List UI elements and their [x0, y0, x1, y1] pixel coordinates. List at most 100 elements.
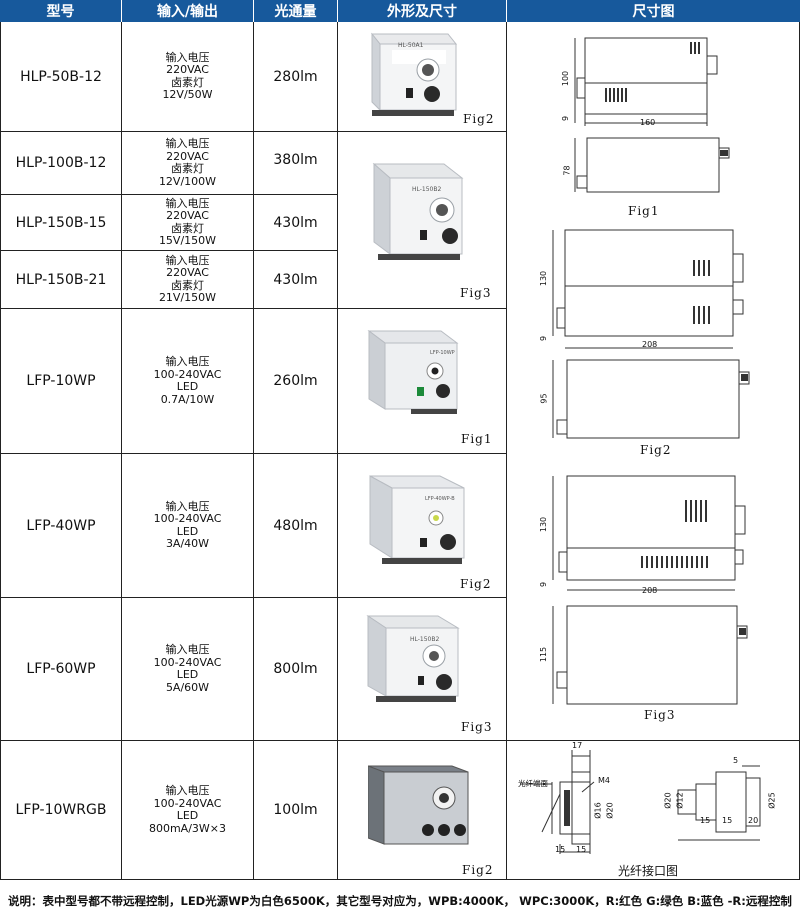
flux-cell: 480lm [273, 517, 318, 534]
model-cell: LFP-60WP [26, 661, 96, 677]
connector-dim: 15 [700, 816, 711, 825]
dimension-width: 208 [642, 586, 658, 595]
dimension-offset: 9 [561, 115, 571, 122]
dimension-height: 100 [561, 70, 571, 87]
model-cell: LFP-10WRGB [15, 802, 107, 818]
photo-model-label: HL-50A1 [398, 42, 424, 49]
dimension-offset: 9 [539, 581, 549, 588]
connector-dim: 17 [572, 741, 583, 750]
header-shape: 外形及尺寸 [338, 0, 506, 22]
io-line: 100-240VAC [153, 512, 222, 525]
model-cell: HLP-50B-12 [20, 68, 102, 85]
connector-dim: Ø20 [605, 802, 615, 819]
connector-dim: M4 [598, 776, 610, 785]
dimension-drawing-fig2 [552, 229, 750, 439]
header-model: 型号 [0, 0, 121, 22]
dimension-height: 130 [539, 516, 549, 533]
connector-dim: 15 [555, 845, 566, 854]
io-line: 100-240VAC [153, 796, 222, 810]
io-line: 卤素灯 [171, 162, 204, 175]
dimension-height: 95 [539, 393, 549, 404]
io-line: 12V/50W [162, 88, 213, 101]
io-line: 输入电压 [165, 196, 210, 210]
drawing-caption: Fig1 [628, 204, 660, 218]
photo-model-label: LFP-40WP-B [425, 496, 455, 502]
io-line: 0.7A/10W [160, 392, 215, 406]
connector-drawing [520, 750, 761, 854]
flux-cell: 430lm [273, 214, 318, 231]
photo-model-label: LFP-10WP [430, 350, 455, 356]
io-line: 12V/100W [158, 174, 217, 188]
dimension-drawing-fig1 [574, 37, 730, 193]
io-line: 100-240VAC [153, 367, 222, 381]
dimension-drawing-fig3 [552, 475, 748, 705]
figure-label: Fig3 [461, 720, 493, 734]
io-line: 21V/150W [158, 291, 217, 304]
header-flux: 光通量 [254, 0, 337, 22]
io-line: 5A/60W [165, 680, 210, 694]
io-line: 输入电压 [165, 499, 210, 513]
io-line: 输入电压 [165, 643, 210, 656]
product-photo [367, 330, 459, 414]
flux-cell: 800lm [273, 661, 318, 677]
photo-model-label: HL-150B2 [410, 636, 440, 643]
connector-dim: 15 [722, 816, 733, 825]
io-line: 220VAC [166, 63, 209, 76]
connector-dim: Ø12 [675, 792, 685, 809]
io-line: LED [176, 380, 199, 393]
io-line: LED [176, 524, 199, 538]
io-line: 卤素灯 [171, 221, 204, 235]
io-line: 15V/150W [158, 234, 217, 247]
model-cell: HLP-150B-21 [15, 271, 107, 288]
footnote: 说明：表中型号都不带远程控制，LED光源WP为白色6500K，其它型号对应为，W… [8, 893, 792, 908]
io-line: 100-240VAC [153, 655, 222, 669]
product-photo [370, 32, 458, 116]
io-line: 输入电压 [165, 253, 210, 267]
drawing-caption: Fig3 [644, 708, 676, 722]
flux-cell: 260lm [273, 373, 318, 389]
io-line: 输入电压 [165, 50, 210, 64]
model-cell: HLP-100B-12 [15, 155, 107, 171]
product-photo [372, 162, 464, 260]
dimension-width: 160 [640, 118, 656, 127]
connector-caption: 光纤接口图 [618, 864, 679, 878]
dimension-height: 130 [539, 270, 549, 287]
figure-label: Fig2 [463, 112, 495, 126]
figure-label: Fig1 [461, 432, 493, 446]
io-line: 输入电压 [165, 137, 210, 150]
io-line: 220VAC [166, 266, 209, 279]
header-dim: 尺寸图 [507, 0, 800, 22]
figure-label: Fig2 [462, 863, 494, 877]
fiber-end-face-label: 光纤端面 [518, 779, 548, 788]
io-line: 卤素灯 [171, 75, 204, 89]
header-io: 输入/输出 [122, 0, 253, 22]
model-cell: HLP-150B-15 [15, 214, 107, 231]
product-photo [366, 615, 460, 702]
product-photo [369, 475, 465, 564]
flux-cell: 380lm [273, 152, 318, 168]
model-cell: LFP-40WP [26, 517, 96, 534]
connector-dim: 20 [748, 816, 759, 825]
connector-dim: Ø20 [663, 792, 673, 809]
figure-label: Fig3 [460, 286, 492, 300]
dimension-height: 115 [539, 646, 549, 663]
connector-dim: Ø16 [593, 802, 603, 819]
drawing-caption: Fig2 [640, 443, 672, 457]
product-photo [368, 765, 469, 845]
io-line: 220VAC [166, 149, 209, 163]
io-line: LED [176, 809, 199, 822]
io-line: 输入电压 [165, 355, 210, 368]
io-line: 3A/40W [165, 537, 210, 550]
io-line: 卤素灯 [171, 278, 204, 292]
flux-cell: 430lm [273, 271, 318, 288]
connector-dim: Ø25 [767, 792, 777, 809]
flux-cell: 280lm [273, 68, 318, 85]
dimension-offset: 9 [539, 335, 549, 342]
figure-label: Fig2 [460, 577, 492, 591]
io-line: 220VAC [166, 209, 209, 222]
